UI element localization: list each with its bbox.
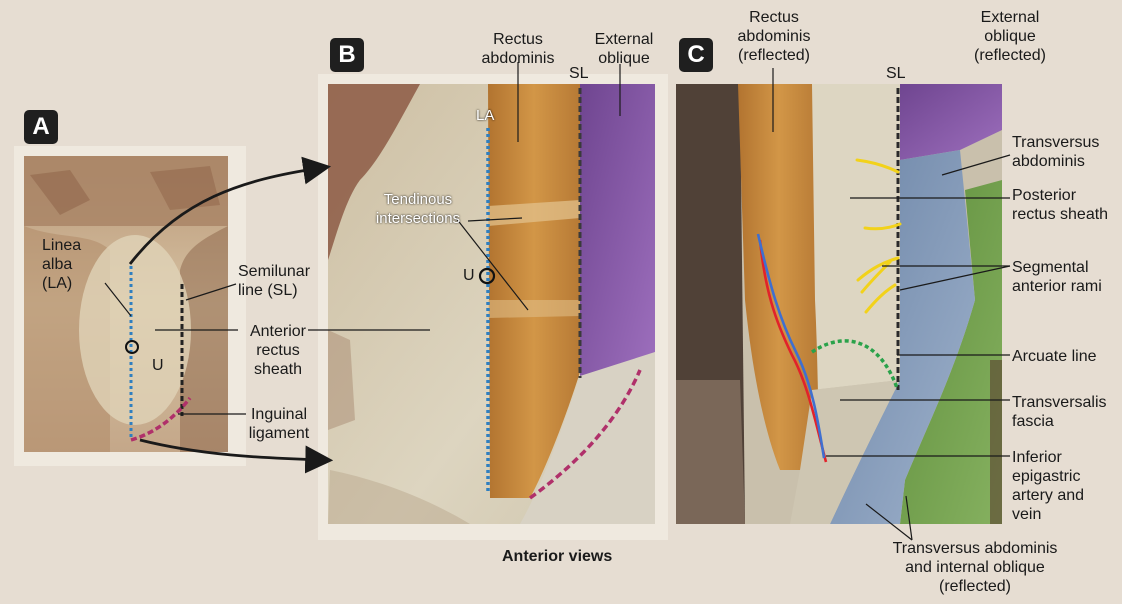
panel-c-badge: C bbox=[679, 38, 713, 72]
label-posterior-rectus-sheath: Posterior rectus sheath bbox=[1012, 187, 1109, 223]
label-inferior-epigastric: Inferior epigastric artery and vein bbox=[1012, 449, 1085, 523]
label-sl-b: SL bbox=[569, 65, 589, 82]
label-segmental-anterior-rami: Segmental anterior rami bbox=[1012, 259, 1102, 295]
panel-a-photo bbox=[24, 156, 228, 452]
panel-b-photo bbox=[328, 84, 655, 524]
panel-c-photo bbox=[676, 84, 1002, 524]
segmental-nerves bbox=[855, 158, 902, 314]
label-arcuate-line: Arcuate line bbox=[1012, 348, 1097, 365]
label-external-oblique: External oblique bbox=[594, 31, 654, 67]
label-anterior-rectus-sheath: Anterior rectus sheath bbox=[249, 323, 307, 378]
label-transversus-internal-oblique: Transversus abdominis and internal obliq… bbox=[892, 540, 1058, 595]
label-transversus-abdominis: Transversus abdominis bbox=[1012, 134, 1100, 170]
label-tendinous-intersections: Tendinous intersections bbox=[375, 191, 461, 227]
label-linea-alba: Linea alba (LA) bbox=[42, 237, 82, 292]
arrow-bottom bbox=[139, 438, 334, 474]
panel-b-badge: B bbox=[330, 38, 364, 72]
label-rectus-reflected: Rectus abdominis (reflected) bbox=[737, 9, 811, 64]
label-umbilicus-a: U bbox=[152, 357, 164, 374]
label-transversalis-fascia: Transversalis fascia bbox=[1012, 394, 1107, 430]
label-rectus-abdominis: Rectus abdominis bbox=[481, 31, 555, 67]
label-semilunar-line: Semilunar line (SL) bbox=[238, 263, 311, 299]
label-sl-c: SL bbox=[886, 65, 906, 82]
leader-lines bbox=[104, 62, 1011, 541]
arrow-top bbox=[128, 156, 332, 265]
label-la-b: LA bbox=[476, 107, 495, 124]
label-inguinal-ligament: Inguinal ligament bbox=[248, 406, 310, 442]
panel-a-badge: A bbox=[24, 110, 58, 144]
label-external-oblique-reflected: External oblique (reflected) bbox=[973, 9, 1047, 64]
label-umbilicus-b: U bbox=[463, 267, 475, 284]
figure-caption: Anterior views bbox=[502, 548, 613, 565]
